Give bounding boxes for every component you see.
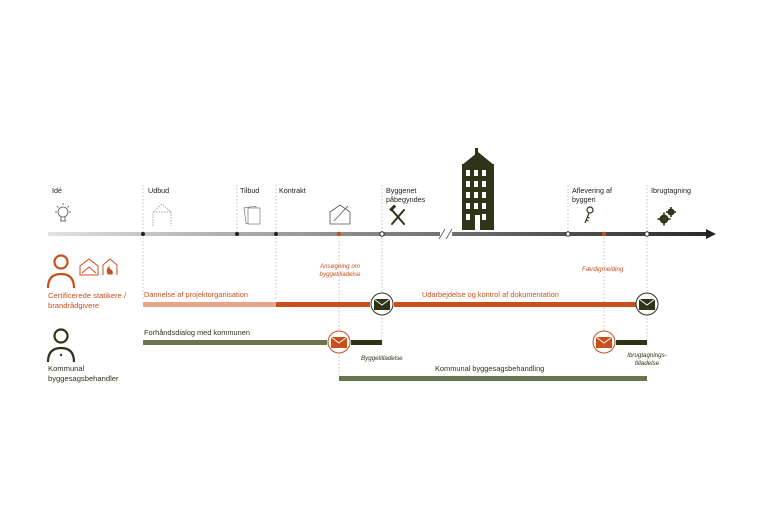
- milestone-guides: [142, 185, 648, 380]
- timeline: [48, 228, 716, 240]
- house-structure-icon: [79, 258, 99, 276]
- certified-person-icon: [46, 254, 76, 289]
- envelope-icon: [592, 330, 616, 354]
- stage-ide: Idé: [52, 186, 62, 195]
- timeline-arrow-icon: [706, 229, 716, 239]
- timeline-break: [440, 228, 452, 240]
- contract-signing-icon: [329, 204, 351, 225]
- envelope-icon: [370, 292, 394, 316]
- stage-byggeriet: Byggeriet påbegyndes: [386, 186, 426, 204]
- stage-kontrakt: Kontrakt: [279, 186, 306, 195]
- house-fire-icon: [102, 258, 118, 275]
- bar-udarbejdelse: [394, 302, 636, 307]
- sketch-house-icon: [152, 203, 172, 226]
- bar-ibrug-end: [616, 340, 647, 345]
- dot-aflevering: [565, 231, 571, 237]
- dot-ibrugtagning: [644, 231, 650, 237]
- lightbulb-icon: [55, 203, 71, 222]
- municipal-person-icon: [46, 328, 76, 363]
- bar-dannelse: [276, 302, 370, 307]
- label-ibrugtagningstilladelse: Ibrugtagnings- tilladelse: [627, 352, 667, 367]
- label-forhaandsdialog: Forhåndsdialog med kommunen: [144, 328, 250, 337]
- building-icon: [462, 148, 494, 230]
- stage-ibrugtagning: Ibrugtagning: [651, 186, 691, 195]
- bar-kommunal: [339, 376, 647, 381]
- dot-ansoegning: [336, 231, 342, 237]
- label-dannelse: Dannelse af projektorganisation: [144, 290, 248, 299]
- label-byggetilladelse: Byggetilladelse: [361, 355, 403, 362]
- label-kommunal: Kommunal byggesagsbehandling: [435, 364, 545, 373]
- envelope-icon: [327, 330, 351, 354]
- timeline-bar: [48, 232, 708, 236]
- gears-icon: [657, 207, 676, 226]
- stage-aflevering: Aflevering af byggeri: [572, 186, 612, 204]
- label-ansoegning: Ansøgning om byggetilladelse: [319, 263, 361, 278]
- bar-forhaandsdialog: [143, 340, 327, 345]
- envelope-icon: [635, 292, 659, 316]
- actor-municipal-label: Kommunal byggesagsbehandler: [48, 364, 119, 383]
- bar-dannelse-light: [143, 302, 276, 307]
- dot-tilbud: [235, 232, 239, 236]
- label-udarbejdelse: Udarbejdelse og kontrol af dokumentation: [422, 290, 559, 299]
- dot-udbud: [141, 232, 145, 236]
- process-bars: [143, 302, 647, 381]
- documents-icon: [243, 205, 261, 225]
- stage-udbud: Udbud: [148, 186, 170, 195]
- keys-icon: [584, 206, 594, 224]
- stage-tilbud: Tilbud: [240, 186, 260, 195]
- label-faerdigmelding: Færdigmelding: [582, 266, 624, 273]
- dot-byggeri: [379, 231, 385, 237]
- dot-kontrakt: [274, 232, 278, 236]
- dot-faerdigmelding: [601, 231, 607, 237]
- actor-certified-label: Certificerede statikere / brandrådgivere: [48, 291, 127, 310]
- hammer-wrench-icon: [389, 204, 405, 225]
- bar-dialog-end: [351, 340, 382, 345]
